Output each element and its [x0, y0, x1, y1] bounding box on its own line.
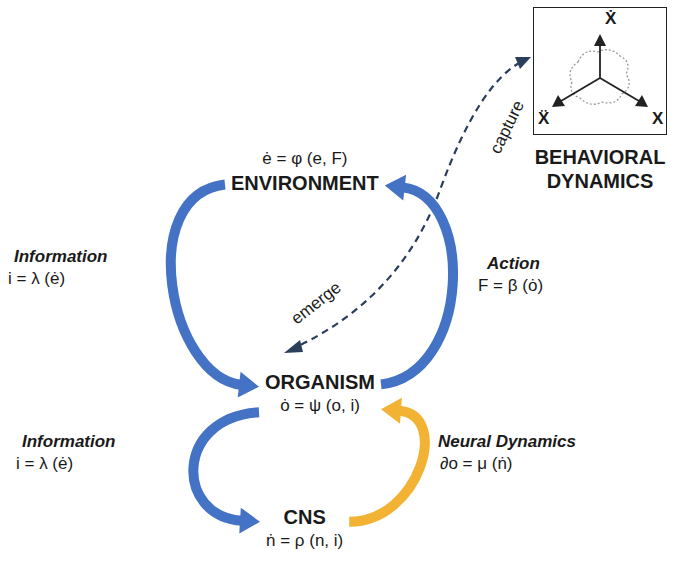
node-equation: ė = φ (e, F)	[231, 147, 379, 171]
system-node: CNSṅ = ρ (n, i)	[260, 505, 349, 553]
system-node: ė = φ (e, F)ENVIRONMENT	[225, 147, 385, 195]
node-heading: ENVIRONMENT	[231, 171, 379, 195]
flow-arrow	[171, 184, 259, 397]
system-node: ORGANISMȯ = ψ (o, i)	[259, 370, 381, 418]
flow-arrow	[381, 175, 453, 385]
axis-head	[594, 34, 606, 46]
flow-arrow	[349, 398, 425, 522]
flow-curve	[349, 411, 425, 522]
equation-label: i = λ (ė)	[8, 268, 65, 289]
arrow-head	[385, 175, 406, 201]
figure-panel: BEHAVIORAL DYNAMICS	[525, 7, 675, 193]
arrow-head	[515, 57, 531, 69]
equation-label: F = β (ȯ)	[478, 275, 543, 296]
flow-curve	[171, 184, 241, 384]
edge-label: Neural Dynamics	[438, 431, 576, 452]
arrow-head	[381, 398, 402, 424]
axis-label: X	[652, 108, 663, 129]
edge-label: Information	[22, 431, 116, 452]
edge-label: Action	[487, 253, 540, 274]
arrow-head	[284, 340, 303, 353]
axis	[561, 78, 600, 101]
axis	[599, 44, 601, 78]
process-label: emerge	[287, 277, 345, 329]
node-heading: ORGANISM	[265, 370, 375, 394]
axis-label: Ẍ	[538, 108, 549, 129]
arrow-head	[239, 508, 260, 534]
axis-head	[635, 95, 648, 107]
edge-label: Information	[14, 246, 108, 267]
axis	[600, 78, 639, 101]
figure-frame	[533, 7, 667, 135]
axis-label: Ẋ	[605, 8, 616, 29]
node-equation: ṅ = ρ (n, i)	[266, 529, 343, 553]
equation-label: i = λ (ė)	[16, 453, 73, 474]
flow-curve	[381, 187, 453, 384]
node-equation: ȯ = ψ (o, i)	[265, 394, 375, 418]
node-heading: CNS	[266, 505, 343, 529]
flow-curve	[193, 412, 259, 521]
node-heading: BEHAVIORAL DYNAMICS	[525, 145, 675, 193]
flow-arrow	[193, 412, 260, 533]
arrow-head	[238, 372, 259, 398]
equation-label: ∂o = μ (ṅ)	[440, 453, 513, 474]
process-label: capture	[485, 97, 529, 157]
axis-head	[552, 95, 565, 107]
